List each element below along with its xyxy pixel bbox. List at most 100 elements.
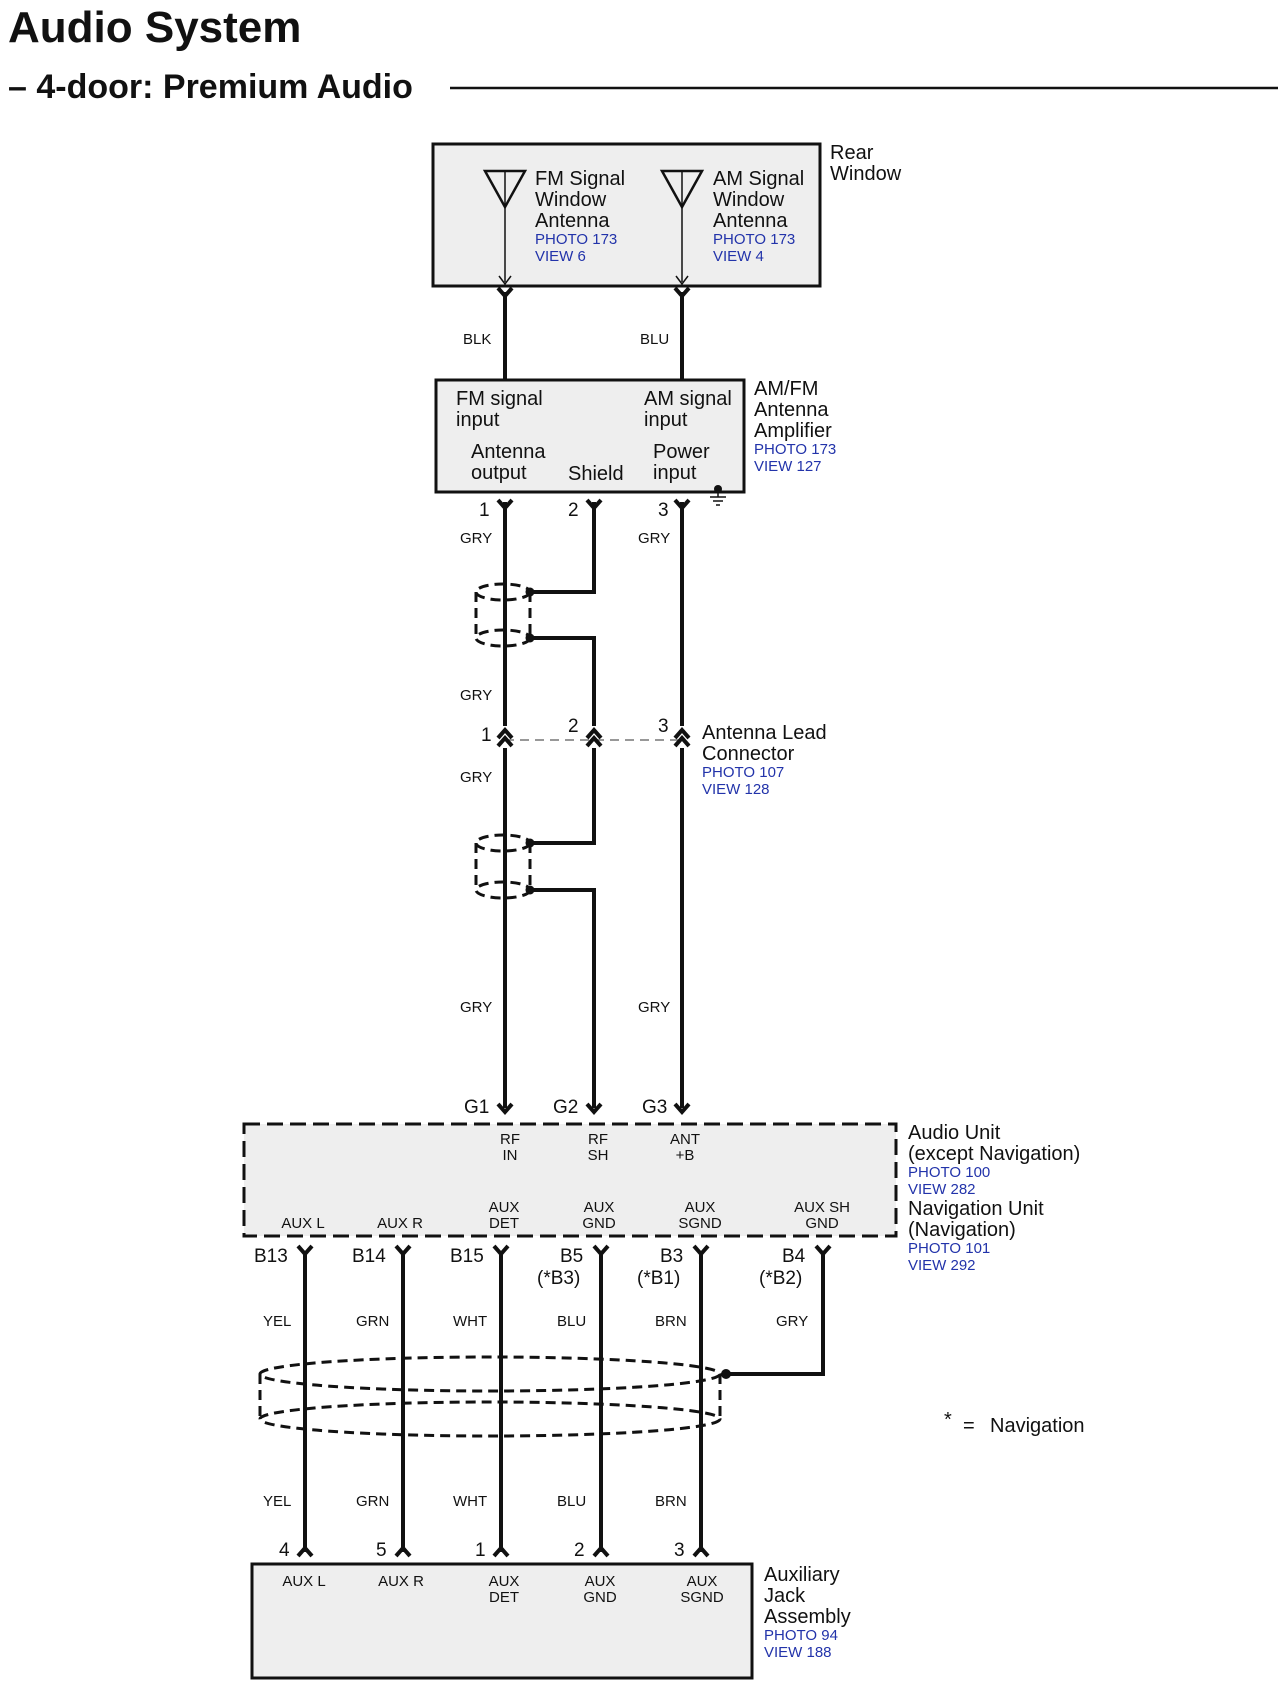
- am-antenna-icon: [659, 169, 705, 286]
- jack-aux-det-1: AUX: [489, 1573, 520, 1590]
- wire-color-gry-3: GRY: [460, 687, 492, 704]
- amp-shield: Shield: [568, 463, 624, 485]
- aux-jack-name-2: Jack: [764, 1585, 806, 1607]
- amp-fm-input-2: input: [456, 409, 500, 431]
- am-antenna-photo: PHOTO 173: [713, 231, 795, 248]
- fm-antenna-label-3: Antenna: [535, 210, 610, 232]
- amp-antenna-output-2: output: [471, 462, 527, 484]
- audio-aux-gnd-1: AUX: [584, 1199, 615, 1216]
- coax-shield-lower: [474, 833, 535, 900]
- wire-color-grn-2: GRN: [356, 1493, 389, 1510]
- amp-fm-input-1: FM signal: [456, 388, 543, 410]
- wire-color-yel-2: YEL: [263, 1493, 291, 1510]
- audio-aux-r: AUX R: [377, 1215, 423, 1232]
- amp-pin-3: 3: [658, 500, 669, 521]
- wire-color-wht-1: WHT: [453, 1313, 487, 1330]
- audio-rf-sh-1: RF: [588, 1131, 608, 1148]
- page-subtitle: – 4-door: Premium Audio: [8, 68, 413, 106]
- wire-blu: [673, 286, 691, 380]
- wire-color-wht-2: WHT: [453, 1493, 487, 1510]
- audio-rf-in-2: IN: [503, 1147, 518, 1164]
- audio-aux-sgnd-2: SGND: [678, 1215, 722, 1232]
- audio-pin-b15: B15: [450, 1246, 484, 1267]
- amp-am-input-1: AM signal: [644, 388, 732, 410]
- aux-jack-terminals: [296, 1544, 710, 1558]
- lead-pin-2: 2: [568, 716, 579, 737]
- fm-antenna-label-1: FM Signal: [535, 168, 625, 190]
- nav-unit-photo: PHOTO 101: [908, 1240, 990, 1257]
- legend-star: *: [944, 1409, 952, 1431]
- wire-color-gry-5: GRY: [460, 999, 492, 1016]
- jack-aux-l: AUX L: [282, 1573, 325, 1590]
- amplifier-box: [434, 378, 746, 494]
- wire-color-grn-1: GRN: [356, 1313, 389, 1330]
- am-antenna-label-1: AM Signal: [713, 168, 804, 190]
- wire-g1-gry: [496, 748, 514, 1116]
- nav-unit-name-2: (Navigation): [908, 1219, 1016, 1241]
- aux-jack-box: [250, 1562, 754, 1680]
- wire-color-blu: BLU: [640, 331, 669, 348]
- ground-icon: [710, 485, 726, 506]
- amplifier-name-2: Antenna: [754, 399, 829, 421]
- lead-connector-photo: PHOTO 107: [702, 764, 784, 781]
- nav-unit-view: VIEW 292: [908, 1257, 976, 1274]
- wire-color-yel-1: YEL: [263, 1313, 291, 1330]
- jack-aux-sgnd-2: SGND: [680, 1589, 724, 1606]
- jack-pin-5: 5: [376, 1540, 387, 1561]
- wire-pin1-gry: [496, 498, 514, 726]
- audio-aux-sgnd-1: AUX: [685, 1199, 716, 1216]
- audio-aux-det-1: AUX: [489, 1199, 520, 1216]
- fm-antenna-label-2: Window: [535, 189, 607, 211]
- aux-jack-name-3: Assembly: [764, 1606, 851, 1628]
- audio-rf-sh-2: SH: [588, 1147, 609, 1164]
- audio-aux-sh-gnd-1: AUX SH: [794, 1199, 850, 1216]
- wire-color-gry-7: GRY: [776, 1313, 808, 1330]
- jack-pin-4: 4: [279, 1540, 290, 1561]
- legend-equals: =: [963, 1415, 975, 1437]
- lead-connector-view: VIEW 128: [702, 781, 770, 798]
- audio-aux-gnd-2: GND: [582, 1215, 616, 1232]
- audio-aux-sh-gnd-2: GND: [805, 1215, 839, 1232]
- nav-unit-name-1: Navigation Unit: [908, 1198, 1044, 1220]
- lead-connector-name-2: Connector: [702, 743, 795, 765]
- audio-pin-b5: B5: [560, 1246, 583, 1267]
- coax-shield-upper: [474, 582, 535, 648]
- amplifier-view: VIEW 127: [754, 458, 822, 475]
- am-antenna-label-2: Window: [713, 189, 785, 211]
- amplifier-name-1: AM/FM: [754, 378, 818, 400]
- audio-unit-view: VIEW 282: [908, 1181, 976, 1198]
- am-antenna-view: VIEW 4: [713, 248, 764, 265]
- jack-pin-3: 3: [674, 1540, 685, 1561]
- amp-pin-2: 2: [568, 500, 579, 521]
- wire-color-blu-1: BLU: [557, 1313, 586, 1330]
- jack-aux-r: AUX R: [378, 1573, 424, 1590]
- jack-aux-gnd-1: AUX: [585, 1573, 616, 1590]
- amp-antenna-output-1: Antenna: [471, 441, 546, 463]
- audio-aux-l: AUX L: [281, 1215, 324, 1232]
- wire-color-gry-4: GRY: [460, 769, 492, 786]
- aux-cable-shield: [258, 1355, 731, 1438]
- audio-pin-g2: G2: [553, 1097, 578, 1118]
- wire-blk: [496, 286, 514, 380]
- amp-pin-1: 1: [479, 500, 490, 521]
- audio-pin-b4: B4: [782, 1246, 806, 1267]
- aux-jack-photo: PHOTO 94: [764, 1627, 838, 1644]
- audio-unit-photo: PHOTO 100: [908, 1164, 990, 1181]
- wire-color-blu-2: BLU: [557, 1493, 586, 1510]
- fm-antenna-icon: [482, 169, 528, 286]
- audio-pin-b3: B3: [660, 1246, 683, 1267]
- audio-pin-nav-b3: (*B3): [537, 1268, 580, 1289]
- jack-aux-det-2: DET: [489, 1589, 519, 1606]
- audio-unit-name-2: (except Navigation): [908, 1143, 1080, 1165]
- wire-pin3-gry: [673, 498, 691, 726]
- amplifier-name-3: Amplifier: [754, 420, 832, 442]
- wire-color-brn-1: BRN: [655, 1313, 687, 1330]
- fm-antenna-photo: PHOTO 173: [535, 231, 617, 248]
- legend-navigation: Navigation: [990, 1415, 1085, 1437]
- amp-power-input-1: Power: [653, 441, 710, 463]
- aux-jack-view: VIEW 188: [764, 1644, 832, 1661]
- wire-g2-shield: [530, 748, 603, 1116]
- aux-jack-name-1: Auxiliary: [764, 1564, 840, 1586]
- fm-antenna-view: VIEW 6: [535, 248, 586, 265]
